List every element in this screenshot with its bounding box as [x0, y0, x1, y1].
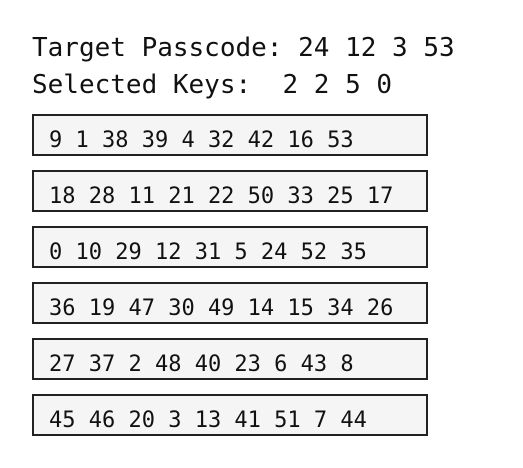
key-row-2-label: 18 28 11 21 22 50 33 25 17: [49, 184, 394, 209]
key-row-1[interactable]: 9 1 38 39 4 32 42 16 53: [32, 114, 428, 156]
key-row-6-label: 45 46 20 3 13 41 51 7 44: [49, 408, 367, 433]
target-passcode-line: Target Passcode: 24 12 3 53: [32, 30, 512, 67]
target-passcode-value: 24 12 3 53: [298, 33, 455, 63]
key-row-5-label: 27 37 2 48 40 23 6 43 8: [49, 352, 354, 377]
key-row-3[interactable]: 0 10 29 12 31 5 24 52 35: [32, 226, 428, 268]
key-rows: 9 1 38 39 4 32 42 16 53 18 28 11 21 22 5…: [32, 114, 428, 450]
key-row-2[interactable]: 18 28 11 21 22 50 33 25 17: [32, 170, 428, 212]
selected-keys-value: 2 2 5 0: [282, 70, 393, 100]
key-row-4[interactable]: 36 19 47 30 49 14 15 34 26: [32, 282, 428, 324]
selected-keys-label: Selected Keys:: [32, 70, 252, 100]
selected-keys-line: Selected Keys: 2 2 5 0: [32, 67, 512, 104]
key-row-4-label: 36 19 47 30 49 14 15 34 26: [49, 296, 394, 321]
key-row-5[interactable]: 27 37 2 48 40 23 6 43 8: [32, 338, 428, 380]
key-row-1-label: 9 1 38 39 4 32 42 16 53: [49, 128, 354, 153]
passcode-header: Target Passcode: 24 12 3 53 Selected Key…: [32, 30, 512, 104]
key-row-6[interactable]: 45 46 20 3 13 41 51 7 44: [32, 394, 428, 436]
key-row-3-label: 0 10 29 12 31 5 24 52 35: [49, 240, 367, 265]
target-passcode-label: Target Passcode:: [32, 33, 283, 63]
